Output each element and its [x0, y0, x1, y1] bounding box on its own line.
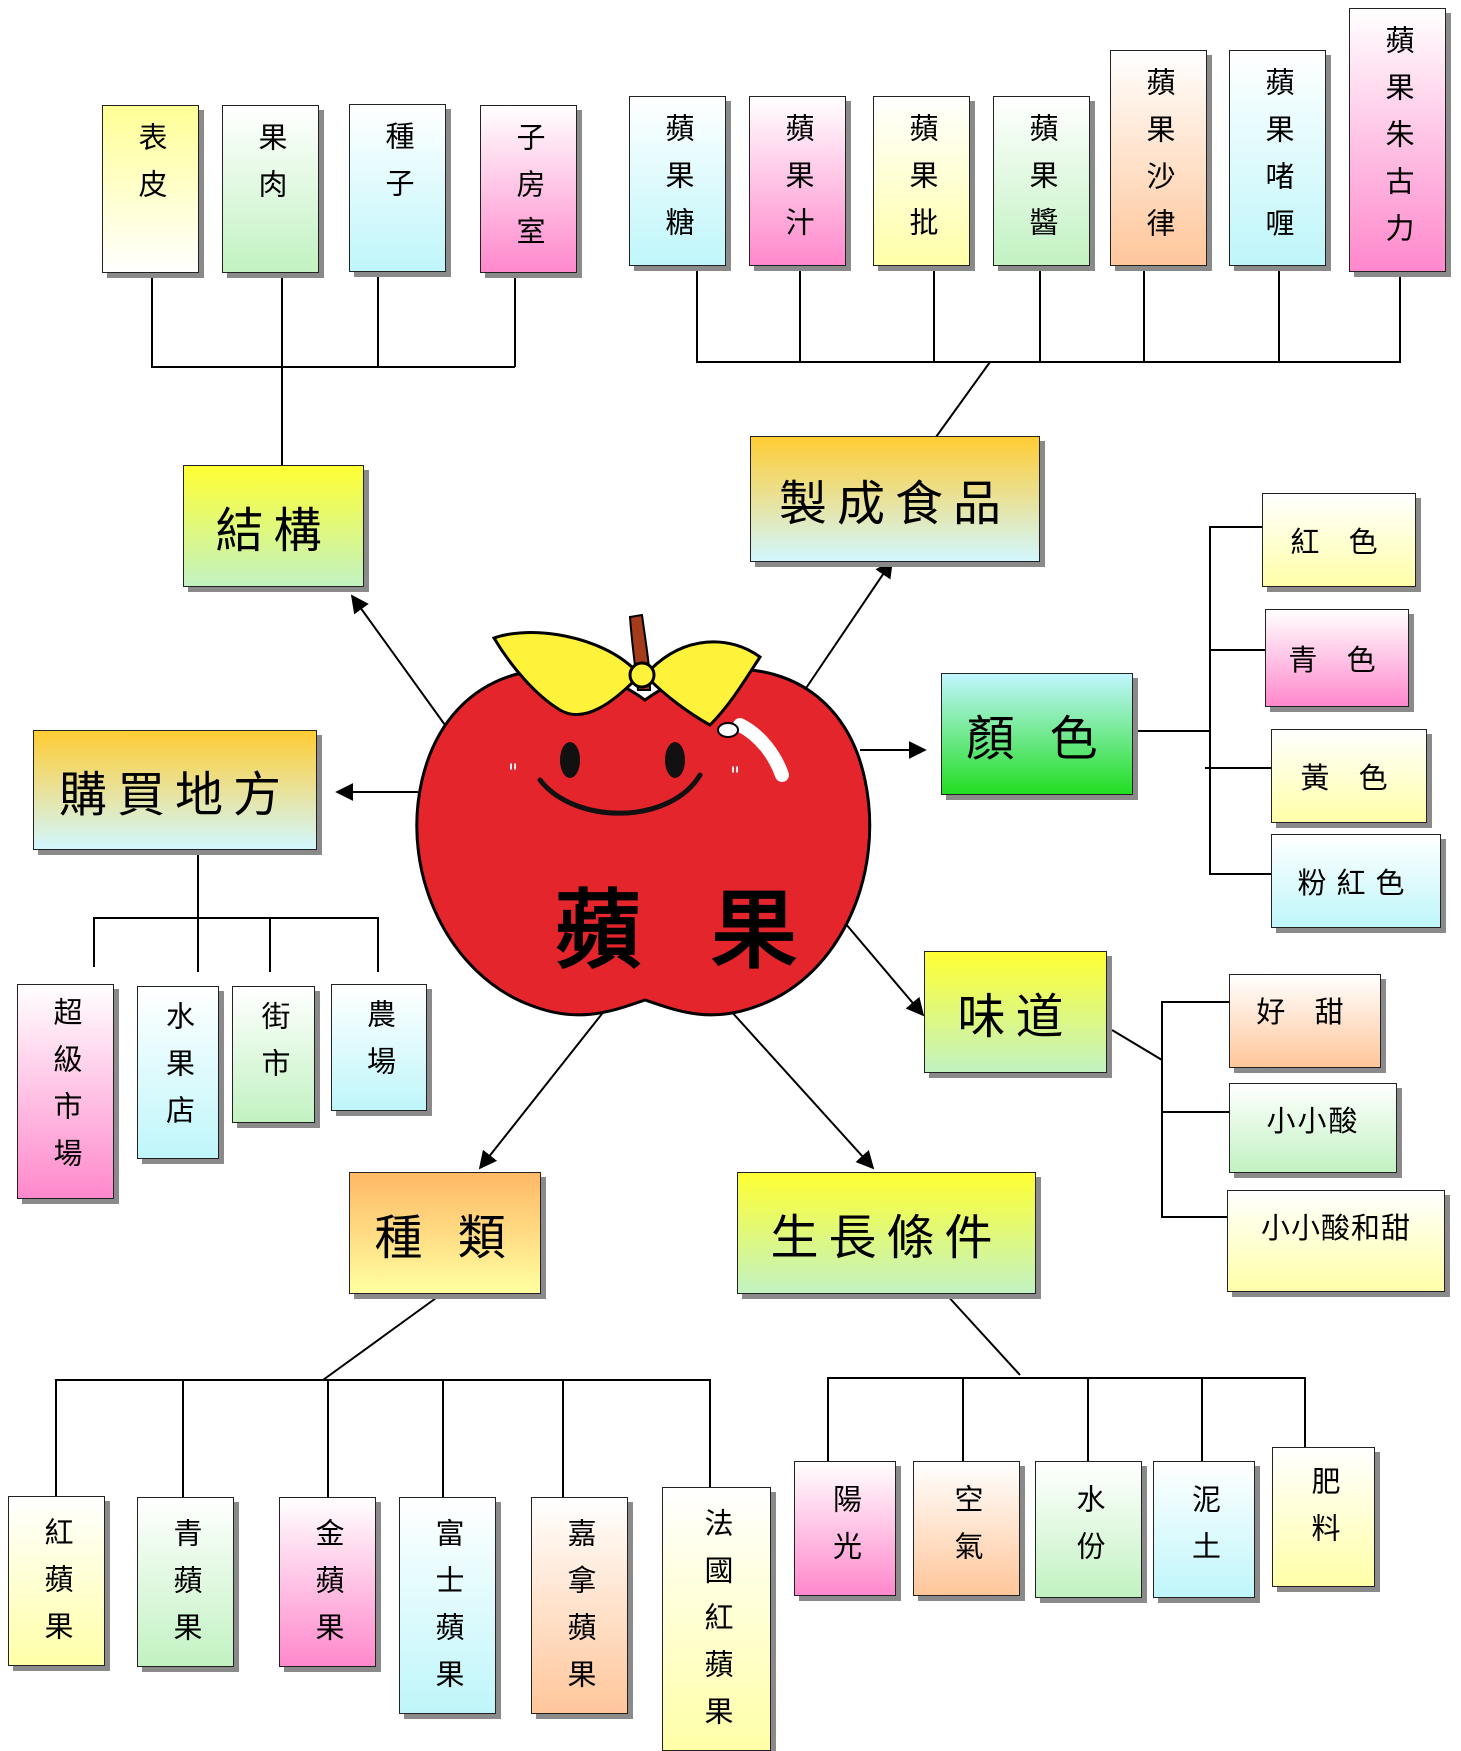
apple-illustration: " " [415, 613, 872, 1017]
food-item: 蘋果醬 [993, 96, 1090, 266]
category-foods: 製成食品 [750, 436, 1040, 562]
center-title: 蘋 果 [555, 880, 817, 981]
food-item: 蘋果汁 [749, 96, 846, 266]
buy-item: 街市 [232, 986, 315, 1123]
apple-body [415, 667, 872, 1017]
category-colors: 顏 色 [941, 673, 1133, 795]
food-item: 蘋果啫喱 [1229, 50, 1326, 266]
category-growth: 生長條件 [737, 1172, 1036, 1294]
category-kinds: 種 類 [349, 1172, 541, 1294]
buy-item: 超級市場 [17, 984, 114, 1199]
kind-item: 紅蘋果 [8, 1496, 105, 1666]
kind-item: 青蘋果 [137, 1497, 234, 1667]
bow-right [648, 640, 763, 727]
structure-item: 子房室 [480, 105, 577, 273]
kind-item: 法國紅蘋果 [662, 1487, 771, 1751]
color-item: 青 色 [1265, 609, 1409, 707]
food-item: 蘋果糖 [629, 96, 726, 266]
structure-item: 果肉 [222, 105, 319, 273]
growth-item: 泥土 [1153, 1461, 1255, 1598]
growth-item: 水份 [1035, 1461, 1142, 1598]
apple-highlight [733, 718, 789, 782]
category-structure: 結構 [183, 465, 364, 587]
category-buy: 購買地方 [33, 730, 317, 850]
svg-text:": " [508, 761, 518, 786]
structure-item: 表皮 [102, 105, 199, 273]
buy-item: 農場 [331, 984, 427, 1111]
category-taste: 味道 [924, 951, 1107, 1073]
growth-item: 肥料 [1272, 1447, 1375, 1587]
color-item: 粉紅色 [1271, 834, 1441, 928]
growth-item: 空氣 [913, 1461, 1020, 1596]
color-item: 紅 色 [1262, 493, 1416, 587]
color-item: 黃 色 [1271, 729, 1427, 823]
taste-item: 小小酸 [1229, 1083, 1397, 1173]
taste-item: 小小酸和甜 [1227, 1190, 1445, 1292]
kind-item: 金蘋果 [279, 1497, 376, 1667]
food-item: 蘋果沙律 [1110, 50, 1207, 266]
food-item: 蘋果朱古力 [1349, 8, 1446, 272]
taste-item: 好 甜 [1229, 974, 1381, 1068]
kind-item: 嘉拿蘋果 [531, 1497, 628, 1714]
structure-item: 種子 [349, 104, 446, 272]
kind-item: 富士蘋果 [399, 1497, 496, 1714]
growth-item: 陽光 [794, 1461, 896, 1596]
bow-left [491, 631, 637, 717]
buy-item: 水果店 [137, 986, 219, 1159]
food-item: 蘋果批 [873, 96, 970, 266]
svg-text:": " [730, 764, 740, 789]
